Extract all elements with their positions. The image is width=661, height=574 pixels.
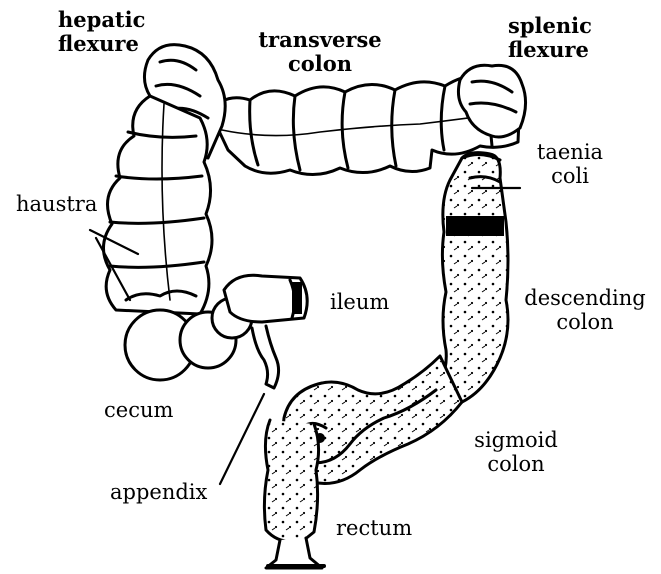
label-hepatic-flexure-line2: flexure	[58, 32, 145, 56]
label-transverse-colon: transverse colon	[256, 28, 384, 76]
label-appendix: appendix	[110, 480, 207, 504]
label-hepatic-flexure: hepatic flexure	[58, 8, 145, 56]
label-taenia-coli-line2: coli	[528, 164, 612, 188]
ileum-shape	[224, 275, 307, 322]
appendix-shape	[252, 326, 279, 388]
label-descending-colon: descending colon	[516, 286, 654, 334]
label-haustra: haustra	[16, 192, 97, 216]
label-ileum: ileum	[330, 290, 389, 314]
label-splenic-flexure: splenic flexure	[508, 14, 592, 62]
label-hepatic-flexure-line1: hepatic	[58, 8, 145, 32]
label-taenia-coli-line1: taenia	[528, 140, 612, 164]
label-taenia-coli: taenia coli	[528, 140, 612, 188]
label-sigmoid-colon-line1: sigmoid	[460, 428, 572, 452]
appendix-leader	[220, 394, 264, 484]
label-descending-colon-line1: descending	[516, 286, 654, 310]
label-transverse-colon-line2: colon	[256, 52, 384, 76]
label-cecum: cecum	[104, 398, 173, 422]
label-rectum: rectum	[336, 516, 412, 540]
label-splenic-flexure-line2: flexure	[508, 38, 592, 62]
label-transverse-colon-line1: transverse	[256, 28, 384, 52]
rectum-shape	[264, 420, 324, 568]
label-sigmoid-colon-line2: colon	[460, 452, 572, 476]
label-sigmoid-colon: sigmoid colon	[460, 428, 572, 476]
label-descending-colon-line2: colon	[516, 310, 654, 334]
label-splenic-flexure-line1: splenic	[508, 14, 592, 38]
descending-colon-shape	[436, 153, 508, 402]
